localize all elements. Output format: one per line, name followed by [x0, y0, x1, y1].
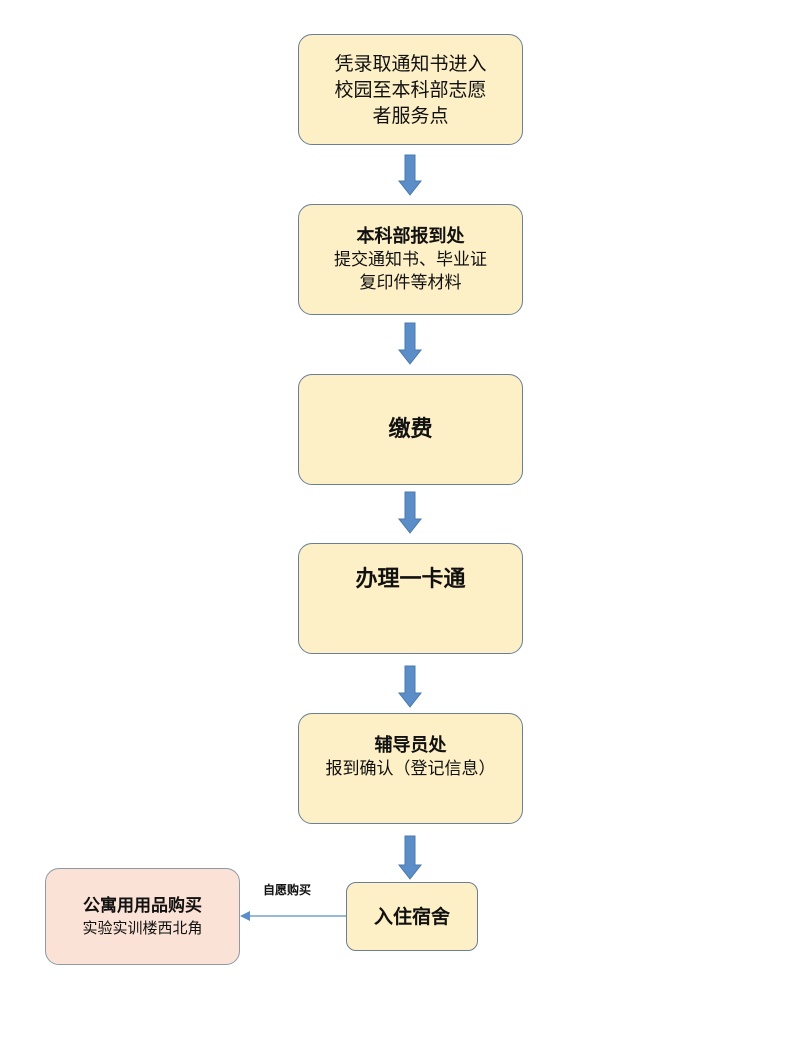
- step-5-title: 辅导员处: [374, 735, 447, 756]
- step-2-title: 本科部报到处: [356, 225, 465, 247]
- step-1-line-3: 者服务点: [372, 104, 449, 127]
- step-4-box: 办理一卡通: [298, 543, 523, 654]
- down-arrow-3: [397, 491, 423, 534]
- step-3-title: 缴费: [388, 416, 433, 442]
- down-arrow-4: [397, 665, 423, 708]
- step-6-title: 入住宿舍: [373, 905, 450, 928]
- step-1-line-2: 校园至本科部志愿: [334, 78, 487, 101]
- step-2-box: 本科部报到处 提交通知书、毕业证 复印件等材料: [298, 204, 523, 315]
- down-arrow-2: [397, 322, 423, 365]
- step-5-box: 辅导员处 报到确认（登记信息）: [298, 713, 523, 824]
- step-4-title: 办理一卡通: [355, 567, 466, 592]
- step-1-box: 凭录取通知书进入 校园至本科部志愿 者服务点: [298, 34, 523, 145]
- side-box-title: 公寓用用品购买: [83, 895, 202, 916]
- step-5-line-1: 报到确认（登记信息）: [325, 759, 496, 779]
- step-1-line-1: 凭录取通知书进入: [334, 52, 487, 75]
- step-6-box: 入住宿舍: [346, 882, 478, 951]
- down-arrow-5: [397, 835, 423, 880]
- step-2-line-1: 提交通知书、毕业证: [334, 249, 487, 270]
- down-arrow-1: [397, 154, 423, 196]
- edge-label: 自愿购买: [263, 883, 312, 897]
- side-box-subtitle: 实验实训楼西北角: [82, 918, 203, 937]
- side-arrow-head: [240, 911, 250, 921]
- step-2-line-2: 复印件等材料: [359, 272, 462, 293]
- side-box: 公寓用用品购买 实验实训楼西北角: [45, 868, 240, 965]
- step-3-box: 缴费: [298, 374, 523, 485]
